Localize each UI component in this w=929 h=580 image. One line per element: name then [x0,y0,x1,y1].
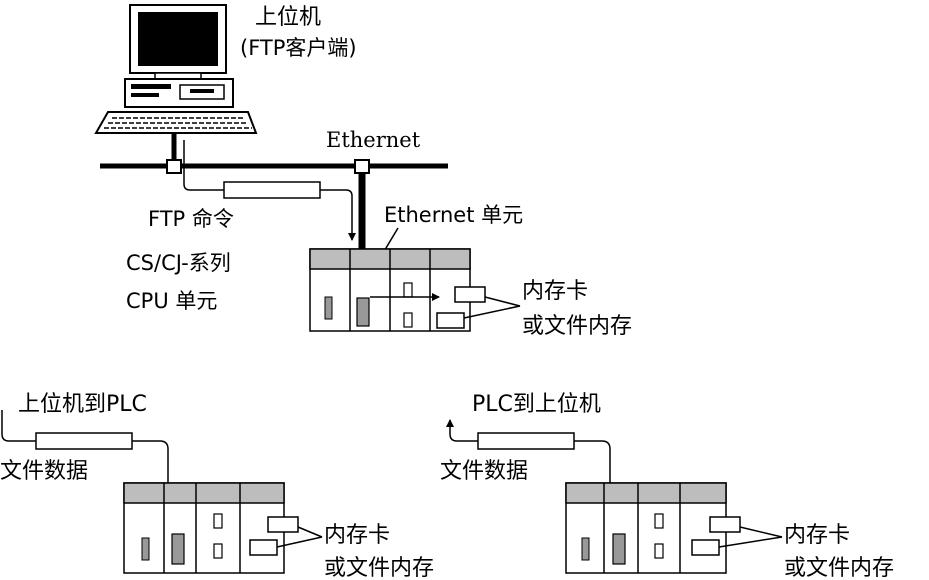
plc-to-host-label: PLC到上位机 [472,392,601,417]
host-to-plc-packet [35,432,133,450]
host-computer-icon [94,4,258,134]
plc-to-host-file-data: 文件数据 [440,459,528,484]
memory-card-top [454,286,486,303]
memory-card-label: 内存卡 [522,279,588,304]
host-tap [166,159,182,174]
host-to-plc-label: 上位机到PLC [18,392,147,417]
file-memory-label-left: 或文件内存 [324,556,434,580]
plc-rack-right [565,482,727,574]
plc-to-host-packet [477,432,575,450]
network-label: Ethernet [326,128,421,152]
ftp-command-label: FTP 命令 [148,207,234,231]
file-memory-label-right: 或文件内存 [784,556,894,580]
plc-rack-left [123,482,285,574]
ftp-command-packet [223,181,321,199]
memory-card-label-right: 内存卡 [784,523,850,548]
file-memory-right [691,539,720,556]
cpu-label-series: CS/CJ-系列 [126,251,231,275]
memory-card-right [709,516,741,533]
file-memory-left [249,539,278,556]
host-title: 上位机 [255,5,321,30]
plc-tap [354,159,370,174]
host-to-plc-file-data: 文件数据 [0,459,88,484]
file-memory-label: 或文件内存 [522,314,632,339]
memory-card-left [267,516,299,533]
file-memory-top [436,312,465,329]
ethernet-unit-label: Ethernet 单元 [384,203,523,227]
memory-card-label-left: 内存卡 [324,523,390,548]
host-subtitle: (FTP客户端) [240,36,357,60]
cpu-label-unit: CPU 单元 [126,289,217,313]
